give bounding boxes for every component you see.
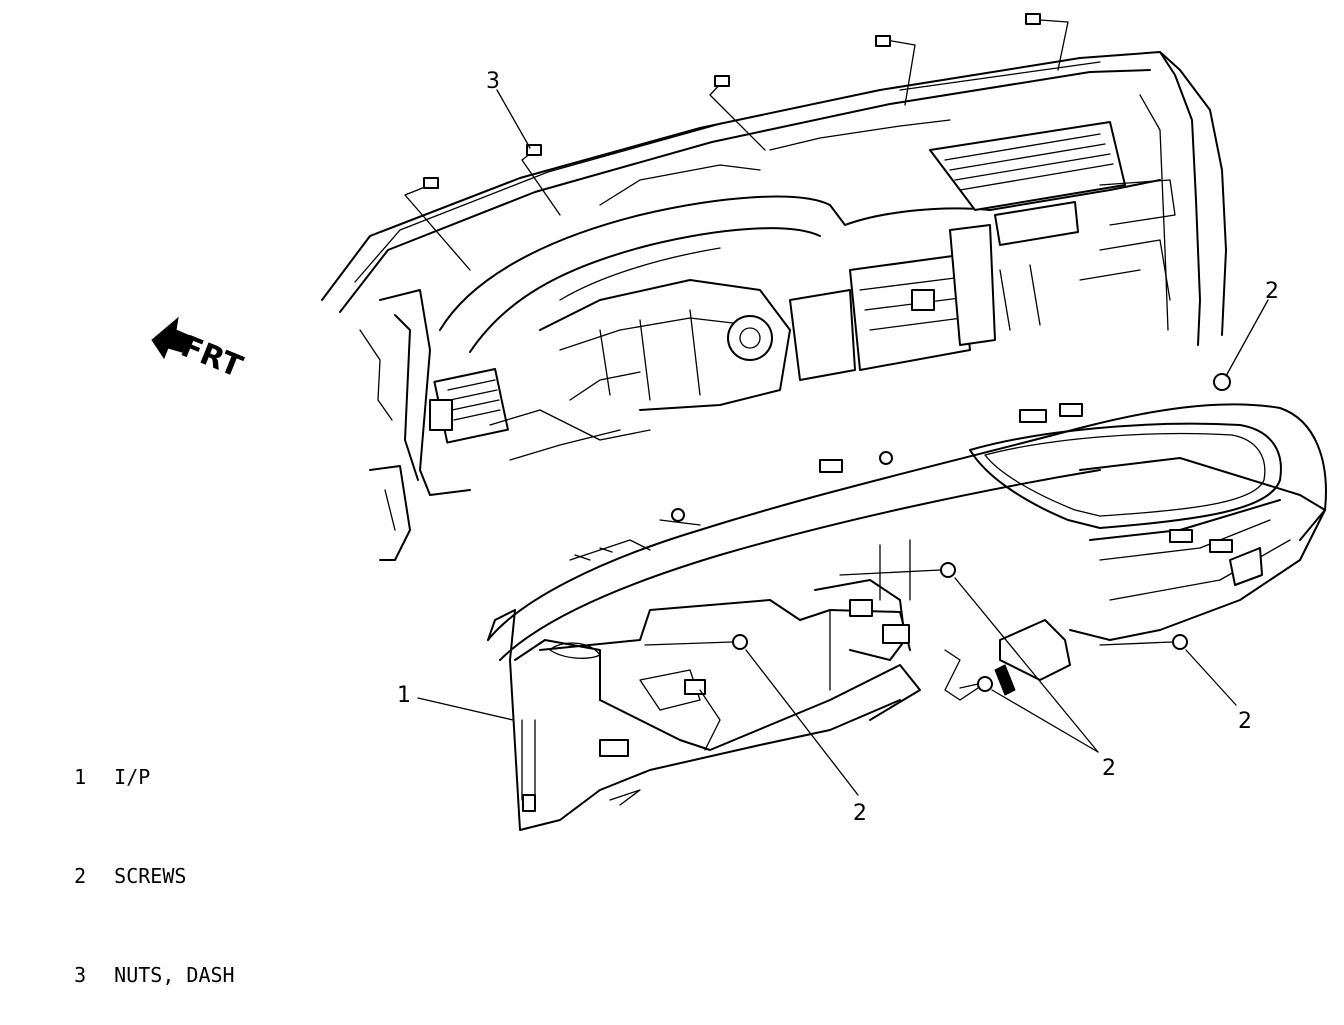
legend: 1 I/P 2 SCREWS 3 NUTS, DASH: [26, 728, 235, 1025]
front-direction-indicator: FRT: [151, 316, 248, 385]
screws: [644, 373, 1231, 692]
screw-5: [1172, 634, 1188, 650]
legend-row-ip: 1 I/P: [26, 728, 235, 827]
screw-7: [879, 451, 893, 465]
screw-1: [1213, 373, 1231, 391]
legend-row-screws: 2 SCREWS: [26, 827, 235, 926]
nut-stud-3: [714, 75, 730, 87]
legend-number: 2: [74, 864, 87, 888]
legend-label: SCREWS: [114, 864, 187, 888]
nut-stud-4: [875, 35, 891, 47]
screw-4: [977, 676, 993, 692]
nut-stud-2: [526, 144, 542, 156]
screw-2: [940, 562, 956, 578]
callout-2-top-right: 2: [1265, 279, 1279, 304]
dash-structure: [321, 51, 1227, 561]
callout-3: 3: [486, 69, 500, 94]
nut-stud-5: [1025, 13, 1041, 25]
callout-2-center: 2: [1102, 756, 1116, 781]
screw-6: [671, 508, 685, 522]
instrument-panel-carrier: [487, 403, 1327, 831]
screw-3: [732, 634, 748, 650]
legend-number: 3: [74, 963, 87, 987]
legend-number: 1: [74, 765, 87, 789]
legend-row-nuts: 3 NUTS, DASH: [26, 926, 235, 1025]
front-arrow-icon: [151, 316, 191, 360]
callout-1: 1: [397, 683, 411, 708]
callout-2-right-mid: 2: [1238, 709, 1252, 734]
instrument-panel-diagram: FRT: [151, 13, 1327, 831]
legend-label: I/P: [114, 765, 151, 789]
callouts: 3 2 2 2 2 1: [397, 69, 1279, 826]
callout-2-bottom: 2: [853, 801, 867, 826]
legend-label: NUTS, DASH: [114, 963, 235, 987]
front-direction-label: FRT: [176, 329, 248, 385]
dash-nut-studs: [404, 13, 1069, 271]
nut-stud-1: [423, 177, 439, 189]
